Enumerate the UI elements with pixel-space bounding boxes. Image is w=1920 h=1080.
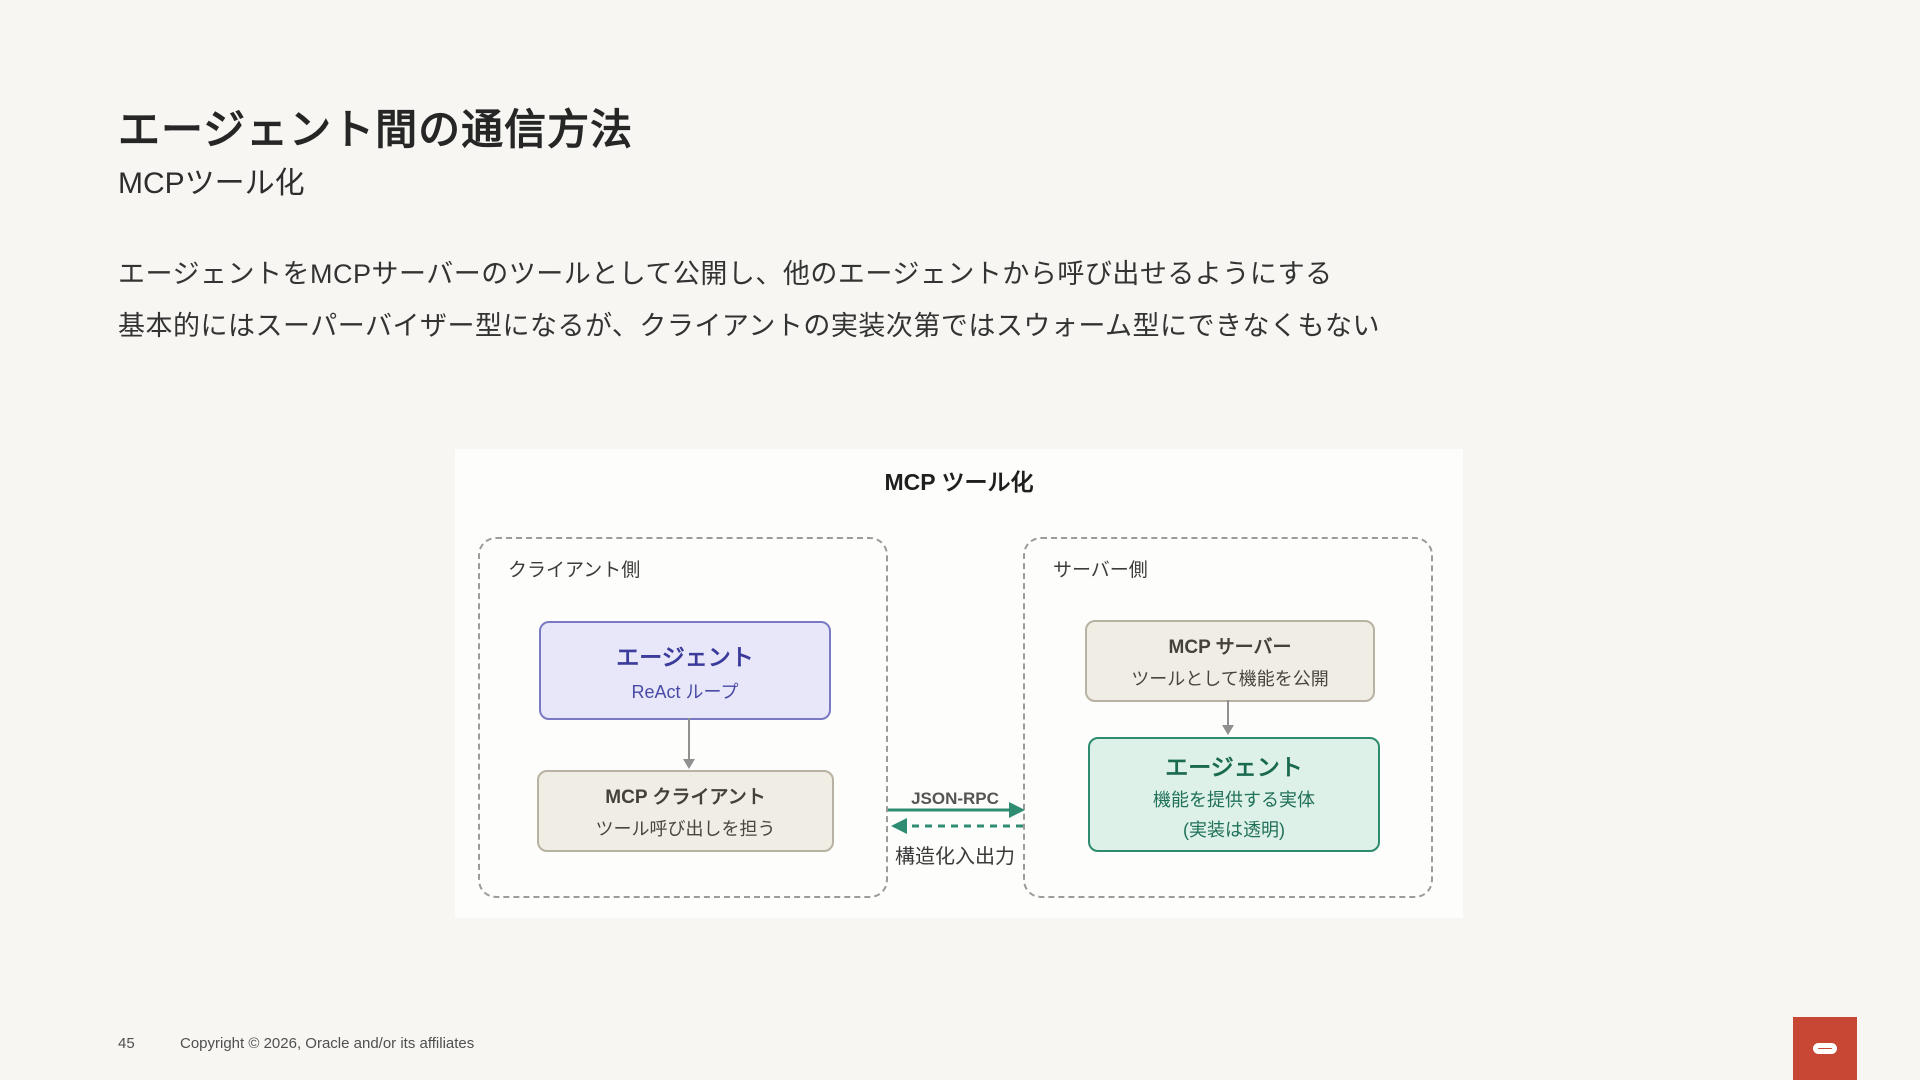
client-agent-title: エージェント bbox=[616, 643, 754, 670]
server-agent-note: (実装は透明) bbox=[1183, 819, 1285, 840]
mcp-client-title: MCP クライアント bbox=[605, 786, 766, 808]
server-agent-subtitle: 機能を提供する実体 bbox=[1153, 789, 1315, 810]
server-side-label: サーバー側 bbox=[1053, 560, 1148, 581]
client-side-group: クライアント側 エージェント ReAct ループ MCP クライアント ツール呼… bbox=[478, 537, 888, 898]
body-text-line-2: 基本的にはスーパーバイザー型になるが、クライアントの実装次第ではスウォーム型にで… bbox=[118, 311, 1381, 341]
json-rpc-label: JSON-RPC bbox=[911, 789, 999, 808]
mcp-architecture-diagram: MCP ツール化 クライアント側 エージェント ReAct ループ MCP クラ… bbox=[455, 449, 1463, 918]
page-number: 45 bbox=[118, 1035, 135, 1052]
slide-footer: 45 Copyright © 2026, Oracle and/or its af… bbox=[118, 1035, 474, 1052]
copyright-text: Copyright © 2026, Oracle and/or its affi… bbox=[180, 1035, 475, 1052]
page-subtitle: MCPツール化 bbox=[118, 167, 305, 200]
structured-io-arrow bbox=[891, 818, 1023, 834]
mcp-server-node: MCP サーバー ツールとして機能を公開 bbox=[1085, 620, 1375, 702]
page-title: エージェント間の通信方法 bbox=[118, 106, 634, 153]
oracle-logo bbox=[1793, 1017, 1857, 1080]
oracle-o-icon bbox=[1813, 1043, 1837, 1054]
server-agent-title: エージェント bbox=[1165, 753, 1303, 780]
client-side-label: クライアント側 bbox=[508, 560, 641, 581]
client-agent-node: エージェント ReAct ループ bbox=[539, 621, 831, 720]
mcp-client-node: MCP クライアント ツール呼び出しを担う bbox=[537, 770, 834, 852]
client-agent-subtitle: ReAct ループ bbox=[631, 681, 739, 702]
body-text-line-1: エージェントをMCPサーバーのツールとして公開し、他のエージェントから呼び出せる… bbox=[118, 259, 1333, 289]
mcp-client-subtitle: ツール呼び出しを担う bbox=[595, 818, 776, 839]
structured-io-label: 構造化入出力 bbox=[895, 846, 1015, 868]
server-agent-node: エージェント 機能を提供する実体 (実装は透明) bbox=[1088, 737, 1380, 852]
mcp-server-title: MCP サーバー bbox=[1168, 636, 1292, 658]
diagram-title: MCP ツール化 bbox=[884, 469, 1034, 495]
server-side-group: サーバー側 MCP サーバー ツールとして機能を公開 エージェント 機能を提供す… bbox=[1023, 537, 1433, 898]
mcp-server-subtitle: ツールとして機能を公開 bbox=[1131, 668, 1329, 689]
